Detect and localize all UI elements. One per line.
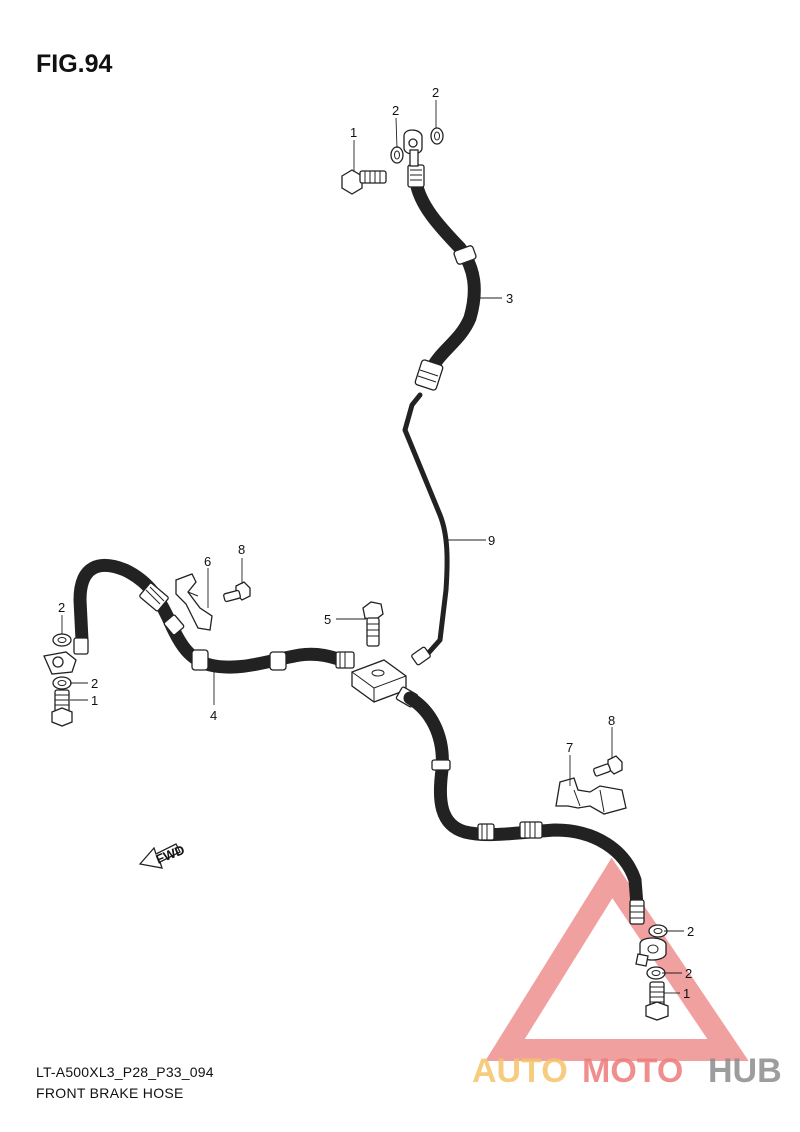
callout-bolt-top: 1	[350, 125, 357, 140]
callout-clamp-right: 7	[566, 740, 573, 755]
callout-clamp-left: 6	[204, 554, 211, 569]
callout-hose-left: 4	[210, 708, 217, 723]
figure-caption: FRONT BRAKE HOSE	[36, 1085, 184, 1101]
top-bolt-assembly	[341, 127, 444, 195]
callout-bolt-joint: 5	[324, 612, 331, 627]
watermark-logo	[485, 857, 749, 1061]
callout-pipe: 9	[488, 533, 495, 548]
callout-washer-top-a: 2	[392, 103, 399, 118]
watermark-wordmark: AUTO MOTO HUB	[472, 1052, 782, 1090]
leader-lines	[61, 100, 684, 994]
upper-brake-hose	[403, 129, 481, 391]
model-code: LT-A500XL3_P28_P33_094	[36, 1064, 214, 1080]
watermark-part-hub: HUB	[708, 1052, 782, 1090]
callout-bolt-left: 1	[91, 693, 98, 708]
callout-bolt-clamp-left: 8	[238, 542, 245, 557]
right-brake-hose	[403, 691, 669, 1021]
callout-bolt-clamp-right: 8	[608, 713, 615, 728]
figure-title: FIG.94	[36, 50, 113, 78]
forward-direction-arrow: FWD	[138, 842, 187, 869]
watermark-part-moto: MOTO	[582, 1052, 683, 1090]
callout-washer-left-lower: 2	[91, 676, 98, 691]
left-brake-hose	[43, 558, 355, 727]
left-hose-clamp	[175, 573, 251, 631]
callout-hose-upper: 3	[506, 291, 513, 306]
callout-washer-right-a: 2	[687, 924, 694, 939]
watermark-triangle-outer	[485, 857, 749, 1061]
right-hose-clamp	[555, 755, 627, 815]
callout-bolt-right: 1	[683, 986, 690, 1001]
fwd-label: FWD	[154, 842, 187, 867]
callout-washer-left: 2	[58, 600, 65, 615]
brake-pipe	[402, 392, 450, 666]
callout-washer-right-b: 2	[685, 966, 692, 981]
callout-washer-top-b: 2	[432, 85, 439, 100]
watermark-part-auto: AUTO	[472, 1052, 568, 1090]
callout-numbers: 1 2 2 3 9 2 2 1 4 5 6 8 7 8 2 2 1	[58, 85, 694, 1001]
